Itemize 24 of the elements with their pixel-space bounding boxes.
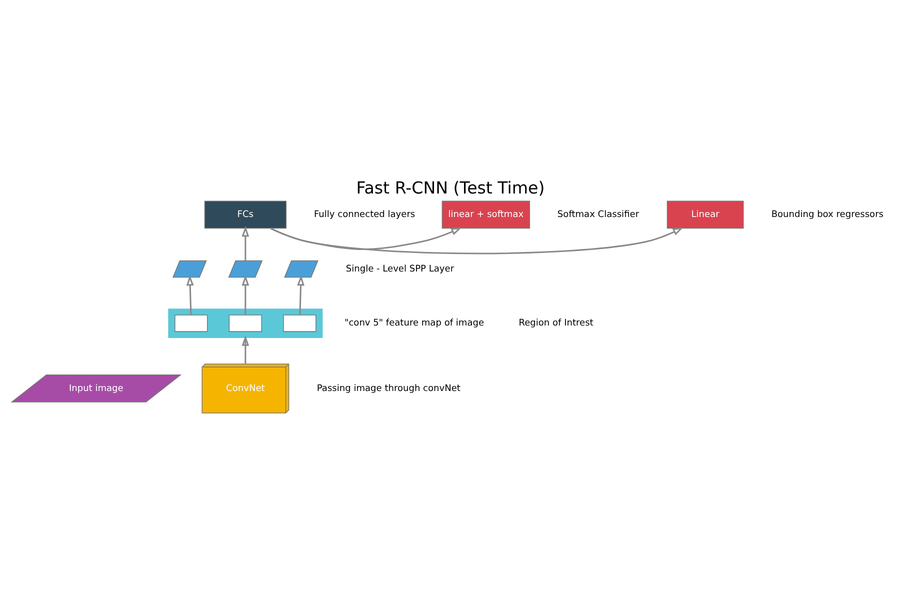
node-label: Softmax Classifier: [557, 210, 640, 220]
arrow: [297, 275, 304, 315]
arrow: [242, 335, 250, 364]
arrow: [270, 227, 684, 254]
label: Single - Level SPP Layer: [346, 264, 454, 274]
node-box: [283, 314, 316, 332]
node-label: "conv 5" feature map of image: [344, 318, 484, 329]
node-label: Bounding box regressors: [771, 210, 884, 220]
arrow: [242, 226, 250, 261]
diagram-title: Fast R-CNN (Test Time): [356, 178, 545, 198]
node-parallelogram: [284, 260, 318, 278]
node-label: Fully connected layers: [314, 210, 416, 220]
arrow: [186, 275, 194, 315]
label: Region of Intrest: [518, 318, 594, 329]
node-box: Linear: [666, 200, 744, 229]
cluster: [168, 308, 323, 338]
node-label: Passing image through convNet: [316, 384, 460, 394]
node-parallelogram: [228, 260, 263, 278]
arrow: [242, 275, 250, 315]
node-box: [228, 314, 262, 332]
node-box: linear + softmax: [442, 200, 530, 229]
node-parallelogram: [172, 260, 207, 278]
node-box: [174, 314, 208, 332]
node-box: FCs: [204, 200, 287, 229]
